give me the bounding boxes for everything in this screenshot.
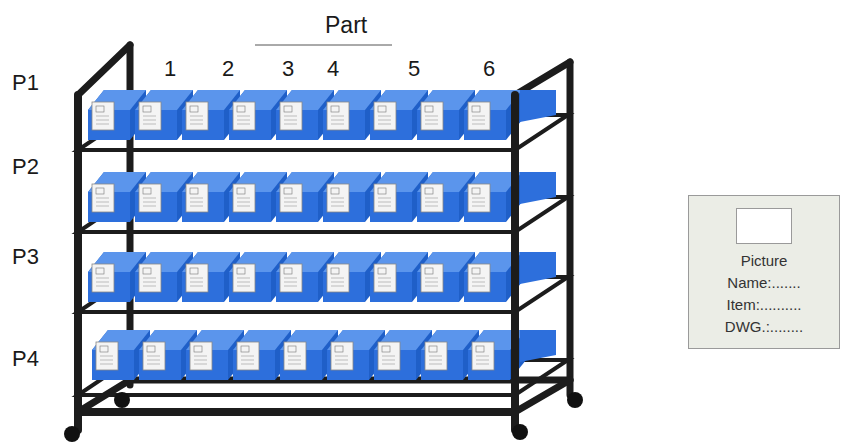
bin <box>520 330 556 362</box>
row-label: P4 <box>12 348 39 370</box>
front-frame <box>78 95 515 430</box>
row-label: P2 <box>12 156 39 178</box>
row-label: P1 <box>12 72 39 94</box>
column-heading: Part <box>325 14 367 37</box>
column-number: 3 <box>282 58 294 80</box>
card-field: Item:.......... <box>689 294 839 316</box>
title-underline <box>255 45 392 46</box>
card-field: Name:....... <box>689 272 839 294</box>
bin <box>520 172 556 204</box>
column-number: 5 <box>408 58 420 80</box>
column-number: 2 <box>222 58 234 80</box>
row-label: P3 <box>12 246 39 268</box>
shelf-rails <box>78 115 568 395</box>
card-field: DWG.:........ <box>689 316 839 338</box>
storage-bins <box>88 90 556 380</box>
column-number: 1 <box>164 58 176 80</box>
label-card: PictureName:.......Item:..........DWG.:.… <box>688 195 840 349</box>
bin <box>520 90 556 122</box>
bin <box>520 252 556 284</box>
rear-frame <box>78 45 570 412</box>
column-number: 6 <box>483 58 495 80</box>
card-heading: Picture <box>689 250 839 272</box>
picture-frame <box>736 208 792 244</box>
wheels <box>64 392 583 442</box>
column-number: 4 <box>327 58 339 80</box>
